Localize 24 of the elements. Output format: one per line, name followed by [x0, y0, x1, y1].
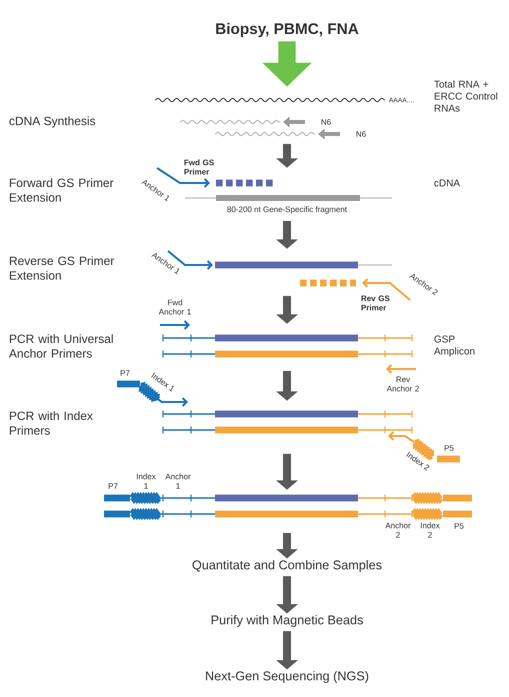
- side-label: Total RNA + ERCC Control RNAs: [434, 80, 498, 112]
- step-label: cDNA Synthesis: [9, 116, 96, 128]
- step-label: Forward GS Primer Extension: [10, 178, 114, 202]
- step-text: Next-Gen Sequencing (NGS): [206, 671, 368, 683]
- part-label: Anchor 1: [165, 473, 191, 489]
- step-label: PCR with Universal Anchor Primers: [8, 334, 113, 358]
- part-label: Index 1: [136, 473, 156, 489]
- part-label: Fwd Anchor 1: [158, 299, 191, 315]
- primer-label: Fwd GS Primer: [184, 159, 214, 175]
- part-label: Rev Anchor 2: [386, 376, 419, 392]
- part-label: N6: [356, 131, 366, 137]
- step-label: Reverse GS Primer Extension: [10, 256, 114, 280]
- primer-label: Rev GS Primer: [361, 296, 390, 310]
- step-text: Purify with Magnetic Beads: [212, 615, 363, 627]
- rna-strand-drawing: [154, 98, 386, 140]
- library-fragment-drawing: [104, 492, 472, 520]
- part-label: N6: [322, 119, 331, 125]
- side-label: cDNA: [434, 180, 460, 186]
- side-label: GSP Amplicon: [434, 335, 474, 357]
- step-text: Quantitate and Combine Samples: [192, 560, 382, 572]
- title-text: Biopsy, PBMC, FNA: [216, 22, 358, 38]
- part-label: P7: [108, 483, 118, 489]
- part-label: P5: [444, 445, 454, 451]
- amplicon-drawing: [160, 320, 416, 374]
